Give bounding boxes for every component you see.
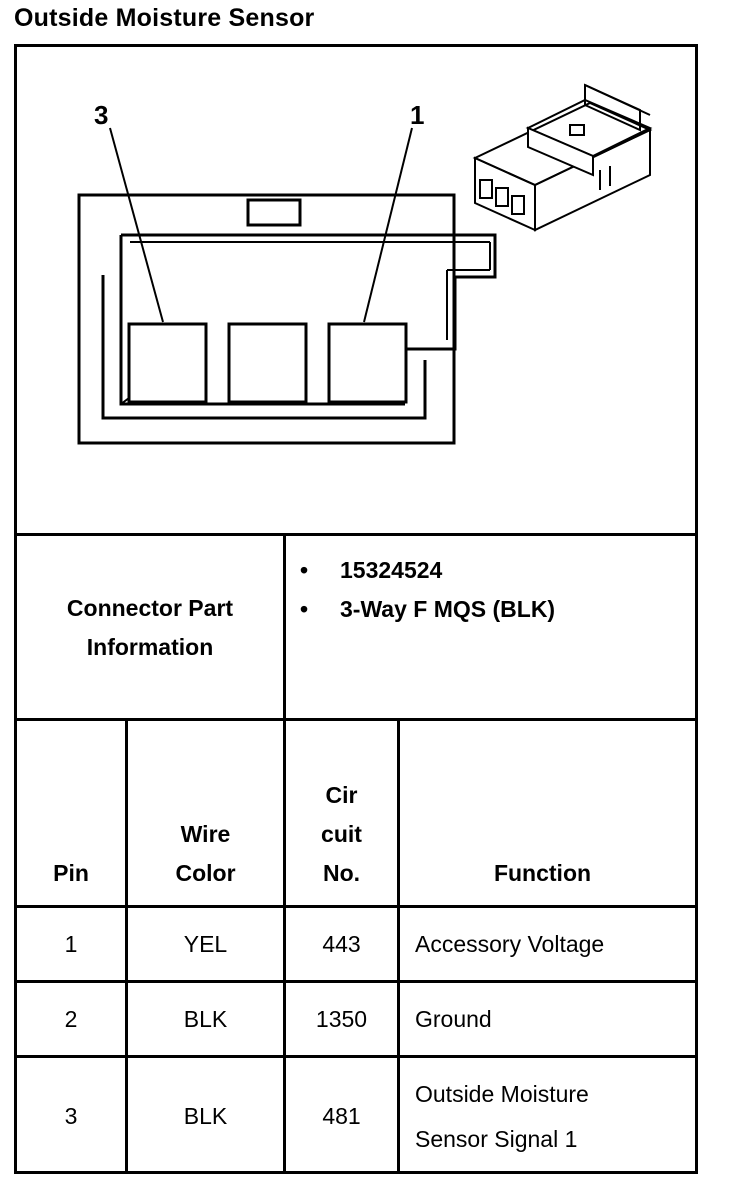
header-pin: Pin: [53, 860, 89, 886]
connector-isometric-view: [472, 83, 653, 232]
table-row-1-function: Accessory Voltage: [415, 931, 605, 957]
table-row-1-wire-color: YEL: [183, 931, 228, 957]
header-function: Function: [493, 860, 592, 886]
table-row-3-function-line2: Sensor Signal 1: [415, 1126, 578, 1152]
connector-info-item: • 3-Way F MQS (BLK): [300, 596, 555, 623]
divider-header: [14, 905, 698, 908]
divider-info: [14, 718, 698, 721]
connector-info-label-line2: Information: [86, 634, 214, 660]
callout-line-3: [109, 127, 164, 323]
latch-tab: [246, 198, 302, 227]
inner-shell: [121, 233, 497, 351]
divider-row1: [14, 980, 698, 983]
header-circuit-line1: Cir: [325, 782, 358, 808]
connector-info-label-line1: Connector Part: [66, 595, 234, 621]
table-row-2-function: Ground: [415, 1006, 492, 1032]
table-row-2-wire-color: BLK: [183, 1006, 228, 1032]
divider-diagram: [14, 533, 698, 536]
divider-row2: [14, 1055, 698, 1058]
callout-label-3: 3: [94, 100, 109, 130]
table-row-3-wire-color: BLK: [183, 1103, 228, 1129]
divider-col-pin: [125, 718, 128, 1174]
terminal-1: [327, 322, 408, 404]
divider-col-circuit: [397, 718, 400, 1174]
header-wire-color-line2: Color: [175, 860, 236, 886]
connector-table-frame: [14, 44, 698, 1174]
connector-description: 3-Way F MQS (BLK): [340, 596, 556, 622]
table-row-1-circuit: 443: [322, 931, 361, 957]
page-title: Outside Moisture Sensor: [14, 4, 315, 32]
terminal-2: [227, 322, 308, 404]
bullet-glyph: •: [300, 557, 309, 583]
connector-info-item: • 15324524: [300, 557, 442, 584]
table-row-3-function-line1: Outside Moisture: [415, 1081, 589, 1107]
header-circuit-line2: cuit: [321, 821, 362, 847]
header-circuit-line3: No.: [322, 860, 361, 886]
table-row-3-pin: 3: [64, 1103, 78, 1129]
bullet-glyph: •: [300, 596, 309, 622]
terminal-3: [127, 322, 208, 404]
divider-col-wire: [283, 718, 286, 1174]
table-row-2-circuit: 1350: [315, 1006, 368, 1032]
connector-part-number: 15324524: [340, 557, 443, 583]
table-row-2-pin: 2: [64, 1006, 78, 1032]
callout-line-1: [363, 127, 413, 323]
table-row-3-circuit: 481: [322, 1103, 361, 1129]
divider-info-col: [283, 533, 286, 721]
table-row-1-pin: 1: [64, 931, 78, 957]
callout-label-1: 1: [410, 100, 425, 130]
connector-diagram: [77, 83, 653, 445]
housing-outer: [77, 193, 456, 445]
header-wire-color-line1: Wire: [180, 821, 231, 847]
